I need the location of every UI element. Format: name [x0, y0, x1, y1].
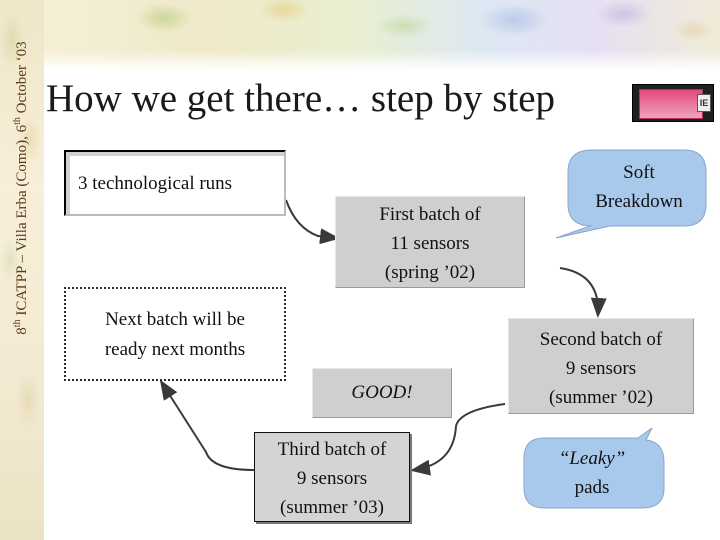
soft-line-1: Soft — [623, 162, 655, 183]
arrow-second-to-third — [410, 403, 506, 476]
leaky-pads-callout — [523, 427, 665, 509]
second-batch-line-1: Second batch of — [539, 329, 663, 350]
second-batch-line-2: 9 sensors — [565, 358, 637, 379]
arrow-first-to-second — [559, 267, 607, 318]
leaky-line-2: pads — [574, 477, 610, 498]
leaky-line-1: “Leaky” — [558, 448, 626, 469]
left-decorative-strip: 8th ICATPP – Villa Erba (Como), 6th Octo… — [0, 0, 44, 540]
box-technological-runs: 3 technological runs — [64, 150, 286, 216]
second-batch-line-3: (summer ’02) — [549, 387, 653, 408]
soft-line-2: Breakdown — [595, 191, 683, 212]
good-label: GOOD! — [351, 382, 413, 403]
slide-title: How we get there… step by step — [46, 77, 556, 120]
box-first-batch: First batch of 11 sensors (spring ’02) — [335, 196, 525, 288]
box-good: GOOD! — [312, 368, 452, 418]
first-batch-line-3: (spring ’02) — [384, 262, 476, 283]
box-next-batch: Next batch will be ready next months — [64, 287, 286, 381]
third-batch-line-1: Third batch of — [277, 439, 387, 460]
box-second-batch: Second batch of 9 sensors (summer ’02) — [508, 318, 694, 414]
institute-logo: IE — [632, 84, 714, 122]
soft-breakdown-callout — [555, 149, 707, 239]
top-decorative-banner — [44, 0, 720, 70]
next-batch-line-2: ready next months — [104, 339, 246, 360]
logo-ie-badge: IE — [697, 94, 711, 112]
box-third-batch: Third batch of 9 sensors (summer ’03) — [254, 432, 410, 522]
first-batch-line-2: 11 sensors — [390, 233, 470, 254]
next-batch-line-1: Next batch will be — [105, 309, 245, 330]
third-batch-line-3: (summer ’03) — [280, 497, 384, 518]
runs-label: 3 technological runs — [78, 173, 233, 194]
third-batch-line-2: 9 sensors — [296, 468, 368, 489]
arrow-third-to-next — [159, 379, 255, 471]
first-batch-line-1: First batch of — [379, 204, 481, 225]
arrow-runs-to-first — [285, 199, 340, 245]
leaky-pads-text: “Leaky” pads — [522, 444, 662, 502]
soft-breakdown-text: Soft Breakdown — [570, 158, 708, 216]
